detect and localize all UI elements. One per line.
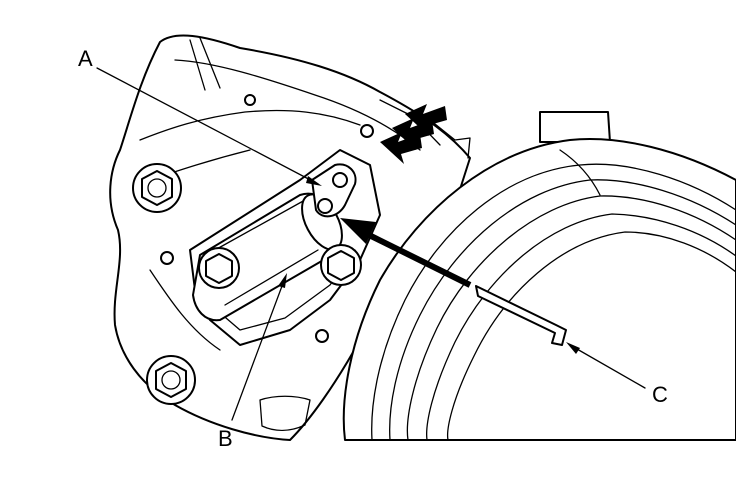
callout-a: A — [78, 46, 93, 71]
crankshaft-pulley — [342, 111, 736, 441]
bolt-center-left — [198, 247, 240, 289]
mounting-holes — [160, 94, 374, 343]
callout-c: C — [652, 382, 668, 407]
bolt-upper-left — [132, 163, 182, 213]
bolt-lower-left — [146, 355, 196, 405]
pin-tab — [311, 163, 357, 218]
callout-b: B — [218, 426, 233, 451]
leader-lines — [96, 67, 646, 421]
insertion-arrow — [340, 218, 472, 288]
rotation-direction-arrows — [380, 104, 447, 164]
pin-tool — [475, 285, 567, 346]
bolt-center-right — [320, 244, 362, 286]
